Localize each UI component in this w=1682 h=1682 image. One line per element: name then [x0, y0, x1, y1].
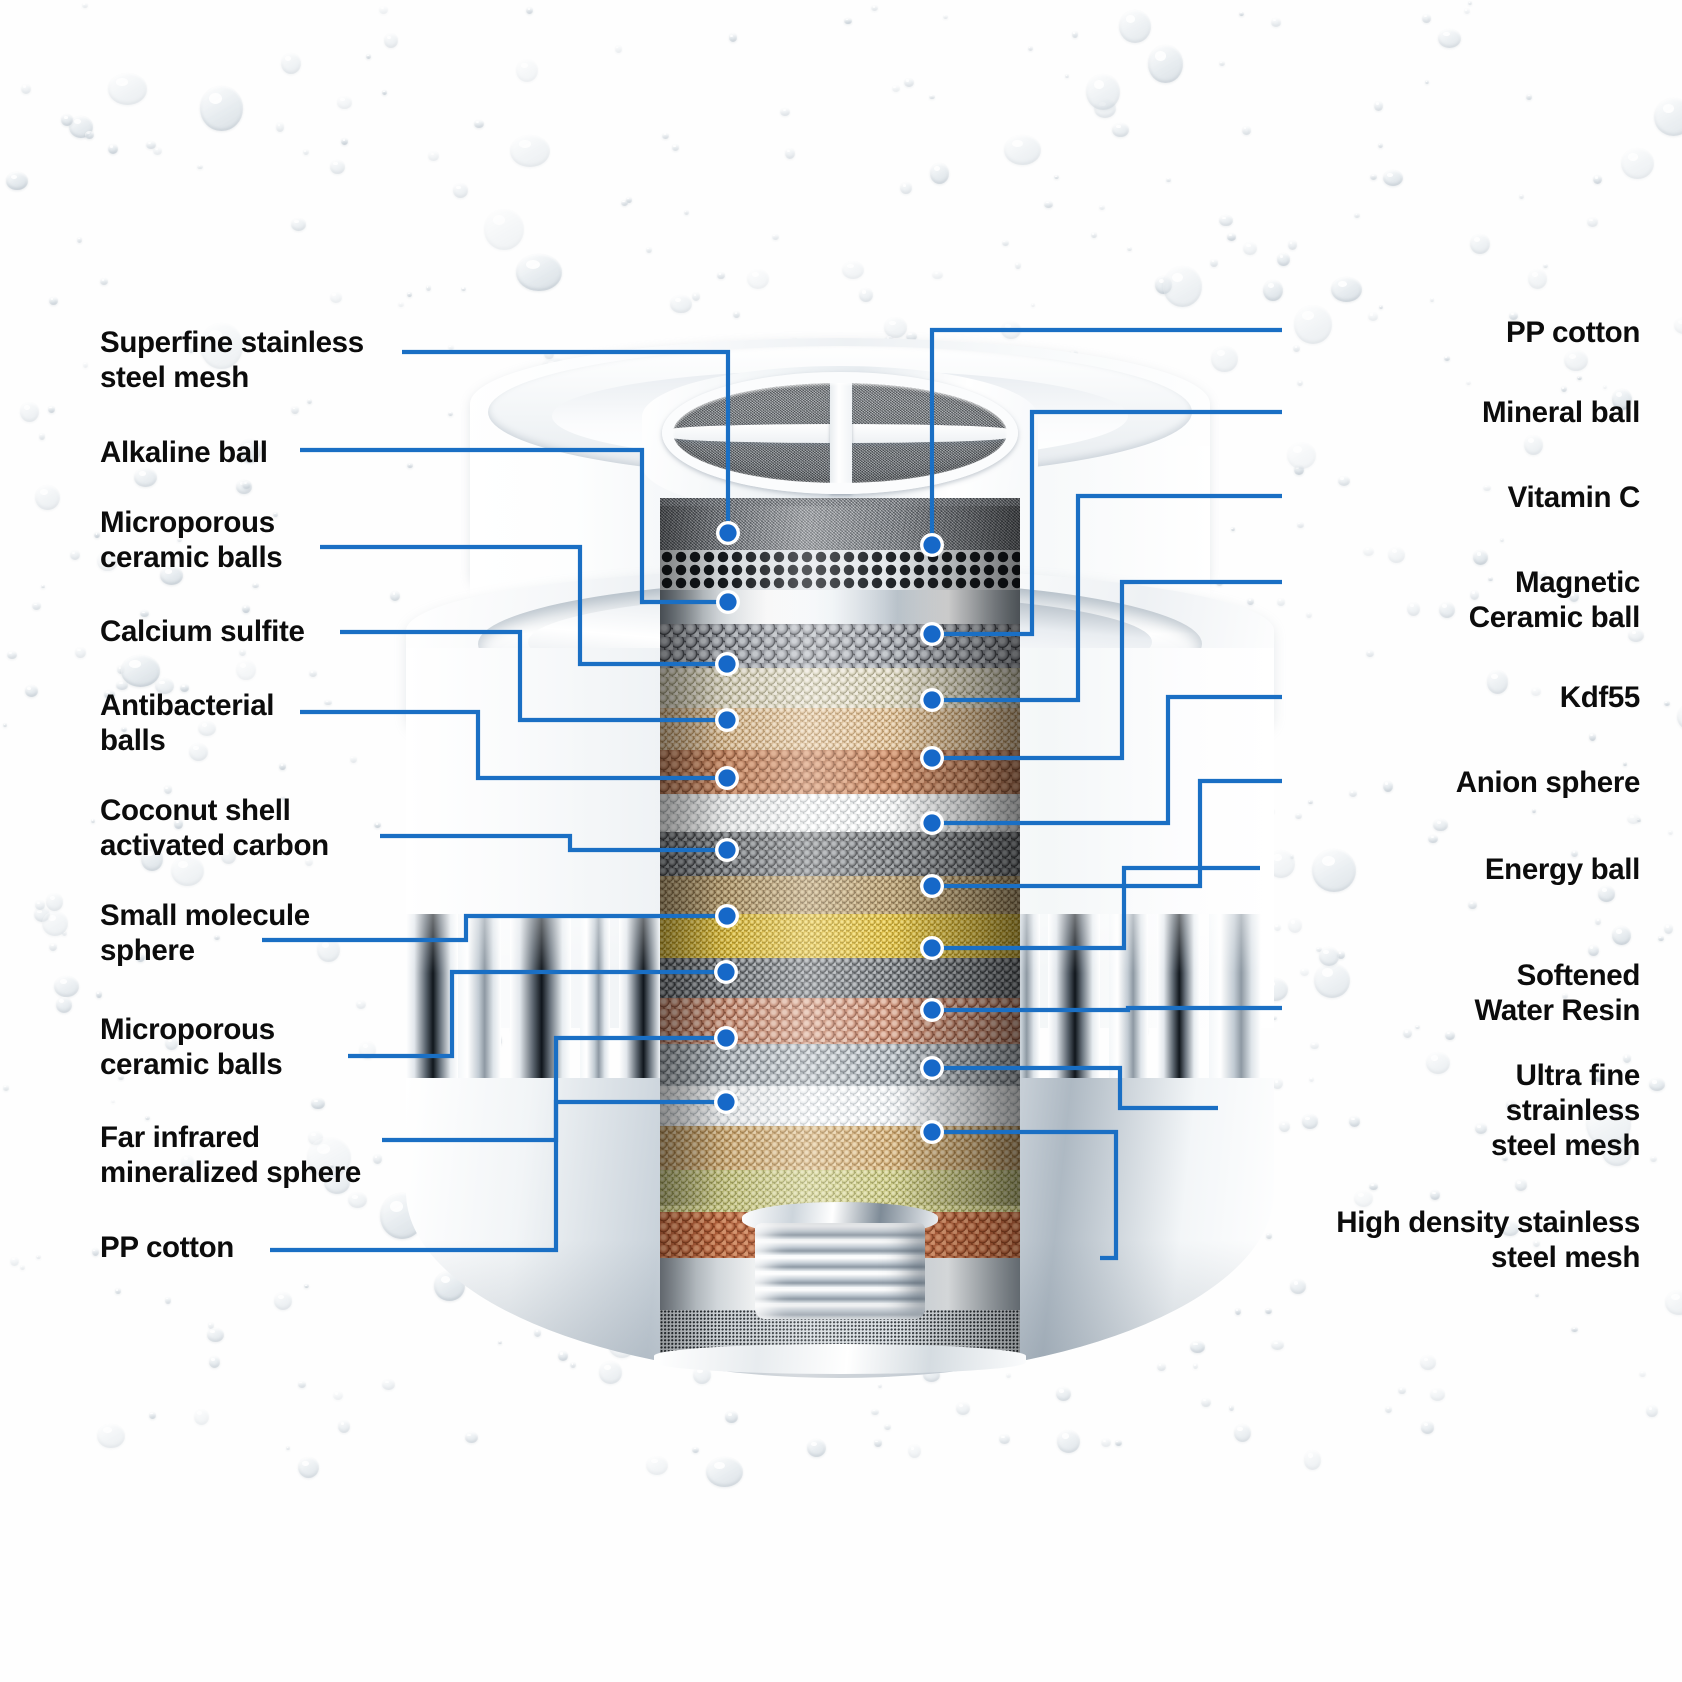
label-calcium-sulfite: Calcium sulfite: [40, 614, 448, 649]
layer-energy-ball: [660, 1044, 1020, 1086]
label-magnetic-ceramic-ball: Magnetic Ceramic ball: [1282, 565, 1641, 635]
shower-filter-cutaway-image: [360, 318, 1320, 1378]
label-calcium-sulfite-text: Calcium sulfite: [100, 615, 305, 648]
label-superfine-stainless-steel-mesh-text: Superfine stainless steel mesh: [100, 326, 364, 395]
label-energy-ball-text: Energy ball: [1484, 853, 1640, 886]
label-pp-cotton-top: PP cotton: [1282, 315, 1640, 350]
label-anion-sphere-text: Anion sphere: [1455, 766, 1641, 799]
label-ultra-fine-strainless-steel-mesh: Ultra fine strainless steel mesh: [1282, 1058, 1640, 1163]
label-far-infrared-mineralized-sphere-text: Far infrared mineralized sphere: [100, 1121, 361, 1190]
label-high-density-stainless-steel-mesh-text: High density stainless steel mesh: [1336, 1206, 1640, 1275]
label-softened-water-resin: Softened Water Resin: [1282, 958, 1640, 1028]
label-far-infrared-mineralized-sphere: Far infrared mineralized sphere: [40, 1120, 448, 1190]
label-vitamin-c-text: Vitamin C: [1507, 481, 1641, 514]
layer-magnetic-ceramic-ball: [660, 794, 1020, 832]
label-anion-sphere: Anion sphere: [1282, 765, 1641, 800]
label-superfine-stainless-steel-mesh: Superfine stainless steel mesh: [40, 325, 448, 395]
layer-small-molecule-sphere: [660, 1086, 1020, 1126]
layer-superfine-mesh: [660, 550, 1020, 590]
layer-microporous-ceramic-upper: [660, 750, 1020, 794]
label-small-molecule-sphere: Small molecule sphere: [40, 898, 448, 968]
layer-antibacterial-balls: [660, 914, 1020, 958]
label-pp-cotton-bottom: PP cotton: [40, 1230, 448, 1265]
label-alkaline-ball-text: Alkaline ball: [100, 436, 268, 469]
cartridge-bottom-ring: [654, 1344, 1026, 1374]
layer-alkaline-ball: [660, 668, 1020, 708]
label-coconut-shell-activated-carbon-text: Coconut shell activated carbon: [100, 794, 329, 863]
label-small-molecule-sphere-text: Small molecule sphere: [100, 899, 310, 968]
label-pp-cotton-top-text: PP cotton: [1506, 316, 1640, 349]
label-microporous-ceramic-balls-lower-text: Microporous ceramic balls: [100, 1013, 283, 1082]
threaded-outlet: [755, 1223, 925, 1319]
label-kdf55: Kdf55: [1282, 680, 1641, 715]
label-mineral-ball-text: Mineral ball: [1481, 396, 1640, 429]
label-energy-ball: Energy ball: [1282, 852, 1640, 887]
label-ultra-fine-strainless-steel-mesh-text: Ultra fine strainless steel mesh: [1491, 1059, 1640, 1163]
layer-anion-sphere: [660, 958, 1020, 998]
label-alkaline-ball: Alkaline ball: [40, 435, 448, 470]
cartridge-cap-rim: [662, 372, 1018, 494]
label-mineral-ball: Mineral ball: [1282, 395, 1640, 430]
label-kdf55-text: Kdf55: [1559, 681, 1641, 714]
label-coconut-shell-activated-carbon: Coconut shell activated carbon: [40, 793, 448, 863]
layer-coconut-shell-carbon: [660, 998, 1020, 1044]
layer-softened-water-resin: [660, 1126, 1020, 1170]
label-softened-water-resin-text: Softened Water Resin: [1474, 959, 1640, 1028]
label-microporous-ceramic-balls-upper: Microporous ceramic balls: [40, 505, 448, 575]
label-antibacterial-balls-text: Antibacterial balls: [100, 689, 275, 758]
layer-mineral-ball: [660, 624, 1020, 668]
layer-steel-band-upper: [660, 590, 1020, 624]
filter-cartridge: [642, 366, 1038, 1374]
layer-kdf55: [660, 876, 1020, 914]
label-antibacterial-balls: Antibacterial balls: [40, 688, 448, 758]
label-microporous-ceramic-balls-lower: Microporous ceramic balls: [40, 1012, 448, 1082]
label-pp-cotton-bottom-text: PP cotton: [100, 1231, 234, 1264]
label-high-density-stainless-steel-mesh: High density stainless steel mesh: [1282, 1205, 1640, 1275]
label-vitamin-c: Vitamin C: [1282, 480, 1641, 515]
label-magnetic-ceramic-ball-text: Magnetic Ceramic ball: [1468, 566, 1641, 635]
layer-pp-cotton-felt: [660, 498, 1020, 550]
layer-calcium-sulfite: [660, 832, 1020, 876]
layer-vitamin-c: [660, 708, 1020, 750]
label-microporous-ceramic-balls-upper-text: Microporous ceramic balls: [100, 506, 283, 575]
